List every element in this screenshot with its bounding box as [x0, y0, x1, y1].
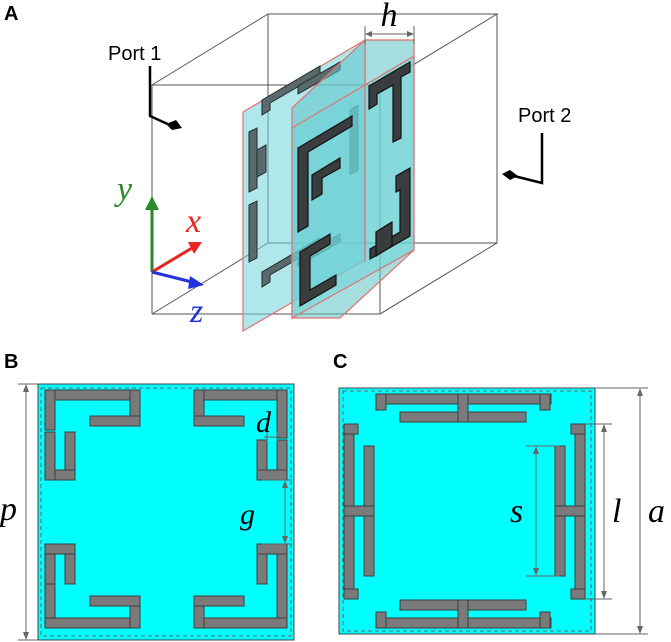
unit-cell-c-boundary — [342, 390, 592, 632]
port-1: Port 1 — [108, 43, 182, 130]
front-slab-resonator — [368, 60, 411, 143]
y-axis-label: y — [114, 171, 133, 208]
port-2-marker — [502, 170, 518, 180]
front-slab-resonator — [299, 232, 337, 308]
front-slab-resonator — [369, 166, 411, 261]
port-1-arrow — [148, 66, 173, 128]
front-slab-resonator — [375, 220, 393, 258]
l-label: l — [612, 493, 621, 530]
dimension-a: a — [595, 387, 665, 635]
x-axis-label: x — [185, 203, 201, 240]
port-1-marker — [166, 120, 182, 130]
panel-c-label: C — [333, 351, 347, 373]
z-axis-arrowhead — [188, 276, 204, 289]
dimension-d: d — [256, 406, 280, 442]
coordinate-axes: y x z — [114, 171, 204, 330]
z-axis-label: z — [189, 293, 203, 330]
back-slab-resonator — [248, 127, 258, 193]
dimension-l: l — [585, 423, 621, 600]
dimension-s: s — [510, 445, 560, 577]
resonator-top — [375, 393, 552, 423]
dimension-p: p — [0, 383, 38, 641]
unit-cell-b-boundary — [40, 387, 292, 637]
dimension-h: h — [364, 0, 415, 44]
back-slab-resonator — [256, 144, 267, 178]
z-axis-line — [151, 270, 193, 284]
port-2: Port 2 — [502, 105, 571, 185]
front-slab — [291, 40, 415, 320]
resonator-bottom — [375, 599, 552, 629]
back-slab-resonator — [248, 200, 258, 263]
front-slab-resonator — [297, 114, 353, 234]
unit-cell-c — [338, 387, 596, 635]
panel-b: B — [0, 351, 295, 641]
split-ring-resonator-top-left — [44, 389, 141, 481]
s-label: s — [510, 493, 523, 530]
y-axis-arrowhead — [145, 196, 159, 210]
unit-cell-b — [37, 383, 295, 641]
panel-a: A — [4, 0, 571, 333]
back-slab-resonator — [261, 65, 321, 116]
port-1-label: Port 1 — [108, 43, 161, 65]
d-label: d — [256, 406, 272, 439]
dimension-g: g — [240, 479, 292, 545]
a-label: a — [648, 493, 665, 530]
front-slab-resonator — [311, 156, 341, 202]
x-axis-arrowhead — [188, 242, 202, 254]
front-slab-face — [291, 54, 415, 320]
split-ring-resonator-bottom-left — [44, 543, 141, 629]
port-2-label: Port 2 — [518, 105, 571, 127]
h-label: h — [381, 0, 398, 34]
x-axis-line — [151, 246, 193, 274]
port-2-arrow — [513, 133, 544, 185]
panel-a-label: A — [4, 3, 18, 25]
g-label: g — [240, 498, 255, 531]
panel-c: C — [333, 351, 665, 635]
p-label: p — [0, 491, 17, 528]
split-ring-resonator-bottom-right — [193, 543, 288, 629]
resonator-left — [343, 423, 375, 600]
split-ring-resonator-top-right — [193, 389, 288, 481]
panel-b-label: B — [4, 351, 18, 373]
